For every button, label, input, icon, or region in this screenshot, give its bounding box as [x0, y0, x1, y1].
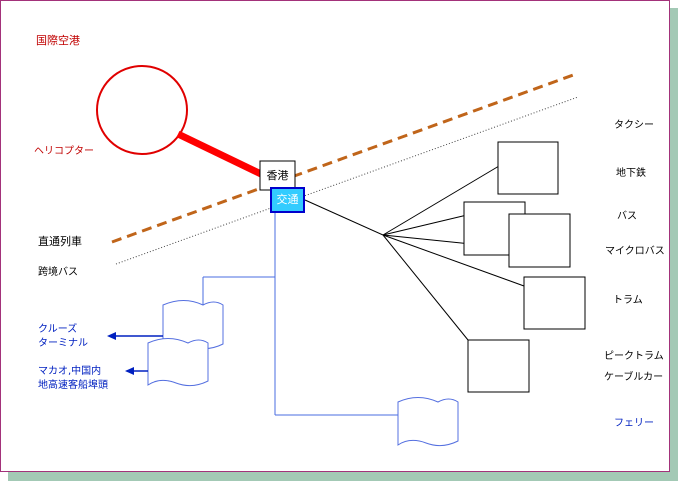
mode-boxes	[463, 141, 586, 393]
box-taxi-subway	[497, 141, 559, 195]
label-minibus: マイクロバス	[605, 246, 665, 257]
document-shapes	[147, 300, 459, 447]
transport-node-box	[270, 187, 305, 213]
label-airport: 国際空港	[36, 34, 80, 47]
label-peak-tram: ピークトラム	[604, 351, 664, 362]
label-macau-line2: 地高速客船埠頭	[38, 380, 108, 391]
hongkong-node-box	[259, 160, 296, 191]
label-through-train: 直通列車	[38, 235, 82, 248]
label-tram: トラム	[613, 295, 643, 306]
arrows	[107, 332, 163, 375]
label-subway: 地下鉄	[616, 168, 646, 179]
sea-transport-branches	[202, 212, 398, 416]
box-peak	[467, 339, 530, 393]
box-tram	[523, 276, 586, 330]
transport-node-label: 交通	[276, 193, 299, 206]
label-cable-car: ケーブルカー	[604, 372, 664, 383]
label-macau-line1: マカオ,中国内	[38, 366, 102, 377]
local-transport-branches	[304, 165, 525, 341]
label-cruise-line2: ターミナル	[38, 338, 88, 349]
border-dashed-line	[111, 72, 577, 244]
label-crossborder-bus: 跨境バス	[38, 267, 78, 278]
airport-circle	[96, 65, 188, 155]
label-ferry: フェリー	[614, 418, 654, 429]
label-helicopter: ヘリコプター	[34, 146, 94, 157]
box-minibus	[508, 213, 571, 268]
border-dotted-line	[115, 96, 579, 265]
label-cruise-line1: クルーズ	[38, 324, 78, 335]
label-bus: バス	[617, 211, 637, 222]
hongkong-node-label: 香港	[266, 169, 289, 182]
airport-link	[176, 130, 265, 179]
label-taxi: タクシー	[614, 120, 654, 131]
